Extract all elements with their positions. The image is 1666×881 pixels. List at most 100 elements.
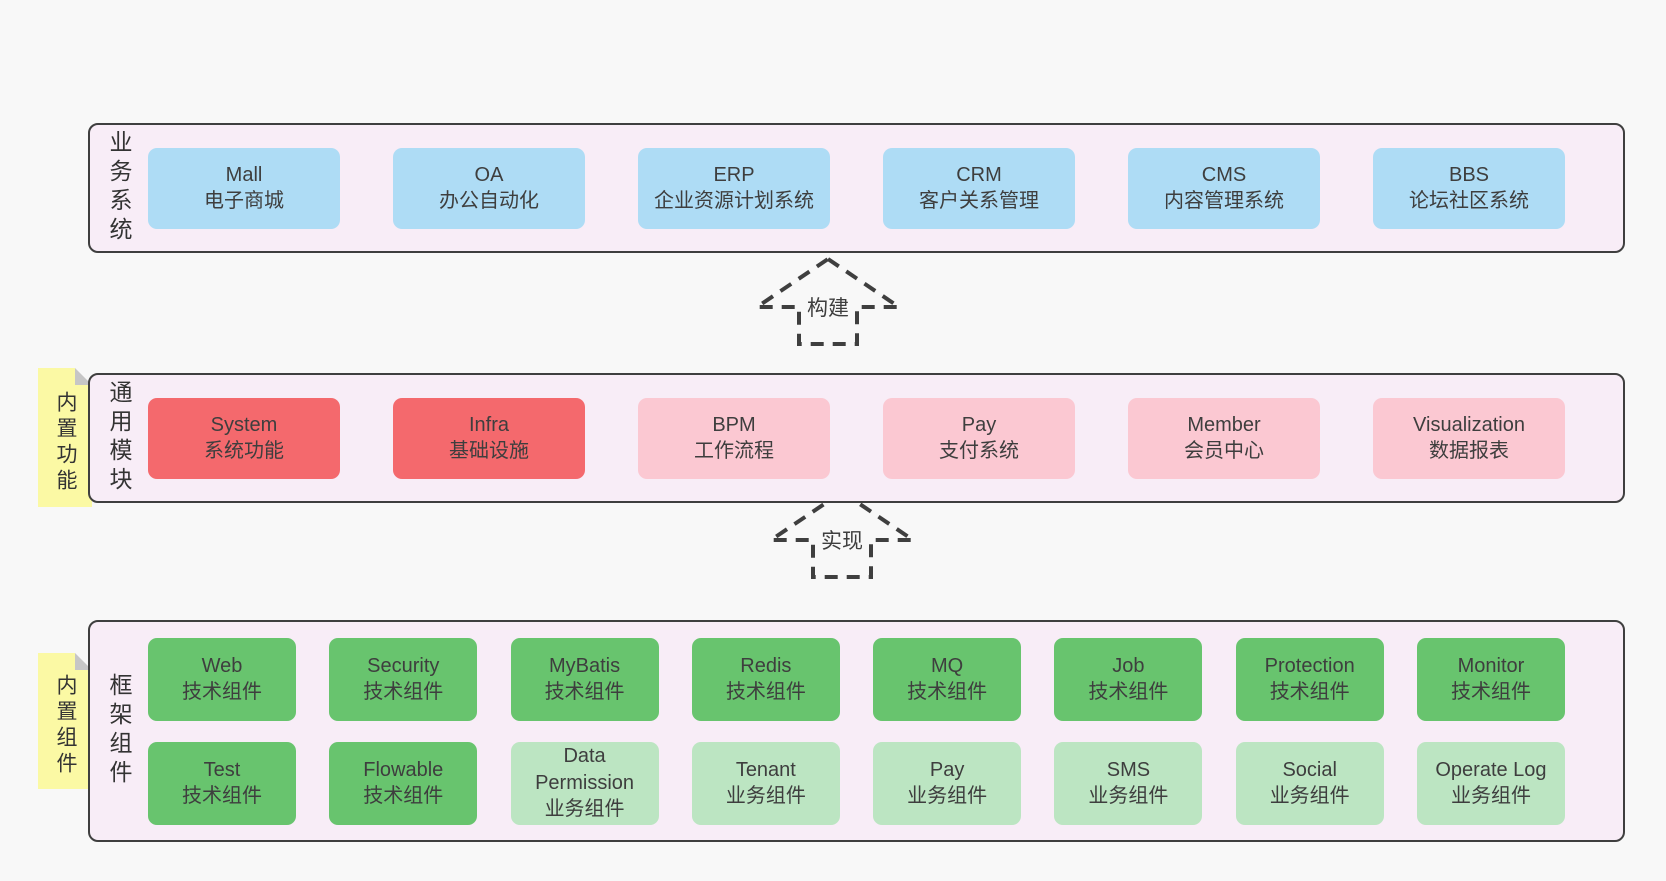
- module-box-pay: Pay 支付系统: [883, 397, 1075, 479]
- box-name: BBS: [1448, 163, 1490, 186]
- box-name: CMS: [1201, 163, 1247, 186]
- box-name: Monitor: [1457, 654, 1525, 677]
- box-desc: 技术组件: [725, 681, 806, 703]
- implement-arrow-label: 实现: [817, 525, 867, 555]
- panel-content: System 系统功能 Infra 基础设施 BPM 工作流程 Pay 支付系统…: [148, 375, 1623, 501]
- box-desc: 技术组件: [544, 681, 625, 703]
- component-box-sms: SMS 业务组件: [1054, 741, 1203, 825]
- box-desc: 技术组件: [1269, 681, 1350, 703]
- component-box-data-permission: Data Permission 业务组件: [510, 741, 659, 825]
- component-box-tenant: Tenant 业务组件: [691, 741, 840, 825]
- sticky-note-builtin-features: 内置功能: [38, 368, 92, 507]
- component-box-web: Web 技术组件: [148, 637, 296, 721]
- box-name: Mall: [225, 163, 263, 186]
- box-name: SMS: [1106, 758, 1151, 781]
- box-name: Operate Log: [1435, 758, 1547, 781]
- box-desc: 技术组件: [907, 681, 988, 703]
- box-name: OA: [474, 163, 504, 186]
- box-name: Pay: [929, 758, 965, 781]
- panel-content: Mall 电子商城 OA 办公自动化 ERP 企业资源计划系统 CRM 客户关系…: [148, 125, 1623, 251]
- sticky-label: 内置组件: [54, 674, 77, 778]
- component-box-redis: Redis 技术组件: [691, 637, 840, 721]
- business-box-crm: CRM 客户关系管理: [883, 147, 1075, 229]
- box-name: Data Permission: [535, 745, 635, 794]
- framework-components-panel: 框架组件 Web 技术组件 Security 技术组件 MyBatis 技术组件…: [88, 620, 1625, 842]
- box-desc: 内容管理系统: [1164, 190, 1284, 212]
- business-layer-label: 业务系统: [106, 130, 132, 246]
- box-row-technical: Web 技术组件 Security 技术组件 MyBatis 技术组件 Redi…: [148, 637, 1565, 721]
- box-desc: 技术组件: [182, 785, 262, 807]
- component-box-pay: Pay 业务组件: [873, 741, 1022, 825]
- box-name: BPM: [712, 413, 756, 436]
- component-box-test: Test 技术组件: [148, 741, 296, 825]
- component-box-mybatis: MyBatis 技术组件: [510, 637, 659, 721]
- box-row: Mall 电子商城 OA 办公自动化 ERP 企业资源计划系统 CRM 客户关系…: [148, 147, 1565, 229]
- box-desc: 业务组件: [1269, 785, 1350, 807]
- component-box-flowable: Flowable 技术组件: [329, 741, 478, 825]
- box-desc: 系统功能: [204, 440, 284, 462]
- box-name: Tenant: [735, 758, 796, 781]
- box-desc: 业务组件: [544, 798, 625, 821]
- box-desc: 数据报表: [1429, 440, 1509, 462]
- box-desc: 业务组件: [1088, 785, 1169, 807]
- box-row-business: Test 技术组件 Flowable 技术组件 Data Permission …: [148, 741, 1565, 825]
- box-name: MyBatis: [549, 654, 621, 677]
- sticky-label: 内置功能: [54, 390, 77, 495]
- sticky-note-builtin-components: 内置组件: [38, 653, 92, 789]
- panel-content: Web 技术组件 Security 技术组件 MyBatis 技术组件 Redi…: [148, 622, 1623, 840]
- component-box-mq: MQ 技术组件: [873, 637, 1022, 721]
- box-name: MQ: [931, 654, 964, 677]
- box-name: Job: [1112, 654, 1145, 677]
- box-row: System 系统功能 Infra 基础设施 BPM 工作流程 Pay 支付系统…: [148, 397, 1565, 479]
- business-box-bbs: BBS 论坛社区系统: [1373, 147, 1565, 229]
- box-desc: 基础设施: [449, 440, 529, 462]
- component-box-social: Social 业务组件: [1235, 741, 1384, 825]
- box-desc: 业务组件: [1450, 785, 1531, 807]
- business-box-cms: CMS 内容管理系统: [1128, 147, 1320, 229]
- box-name: ERP: [713, 163, 755, 186]
- box-desc: 工作流程: [694, 440, 774, 462]
- module-box-visualization: Visualization 数据报表: [1373, 397, 1565, 479]
- box-name: Visualization: [1413, 413, 1525, 436]
- module-box-bpm: BPM 工作流程: [638, 397, 830, 479]
- build-arrow-label: 构建: [803, 292, 853, 322]
- box-desc: 技术组件: [1088, 681, 1169, 703]
- business-box-oa: OA 办公自动化: [393, 147, 585, 229]
- box-name: Social: [1282, 758, 1337, 781]
- build-dashed-up-arrow: 构建: [753, 256, 903, 348]
- box-name: Security: [367, 654, 440, 677]
- modules-layer-label: 通用模块: [106, 380, 132, 496]
- box-name: Infra: [468, 413, 510, 436]
- box-name: Test: [203, 758, 241, 781]
- box-desc: 支付系统: [939, 440, 1019, 462]
- business-systems-panel: 业务系统 Mall 电子商城 OA 办公自动化 ERP 企业资源计划系统 CRM…: [88, 123, 1625, 253]
- module-box-member: Member 会员中心: [1128, 397, 1320, 479]
- up-arrow-icon: [753, 256, 903, 346]
- panel-label-wrap: 框架组件: [90, 622, 148, 840]
- component-box-job: Job 技术组件: [1054, 637, 1203, 721]
- module-box-system: System 系统功能: [148, 397, 340, 479]
- box-desc: 技术组件: [363, 785, 444, 807]
- panel-label-wrap: 业务系统: [90, 125, 148, 251]
- box-desc: 企业资源计划系统: [654, 190, 814, 212]
- box-desc: 论坛社区系统: [1409, 190, 1529, 212]
- box-desc: 业务组件: [725, 785, 806, 807]
- folded-corner-icon: [75, 368, 92, 385]
- box-name: CRM: [956, 163, 1002, 186]
- box-desc: 业务组件: [907, 785, 988, 807]
- business-box-mall: Mall 电子商城: [148, 147, 340, 229]
- box-name: Member: [1187, 413, 1261, 436]
- box-name: Flowable: [363, 758, 444, 781]
- business-box-erp: ERP 企业资源计划系统: [638, 147, 830, 229]
- component-box-protection: Protection 技术组件: [1235, 637, 1384, 721]
- box-name: Redis: [740, 654, 792, 677]
- box-name: Web: [201, 654, 243, 677]
- box-desc: 技术组件: [363, 681, 444, 703]
- box-name: Pay: [961, 413, 997, 436]
- component-box-operate-log: Operate Log 业务组件: [1416, 741, 1565, 825]
- box-name: System: [210, 413, 278, 436]
- panel-label-wrap: 通用模块: [90, 375, 148, 501]
- implement-dashed-up-arrow: 实现: [767, 489, 917, 581]
- common-modules-panel: 通用模块 System 系统功能 Infra 基础设施 BPM 工作流程 Pay…: [88, 373, 1625, 503]
- components-layer-label: 框架组件: [106, 673, 132, 789]
